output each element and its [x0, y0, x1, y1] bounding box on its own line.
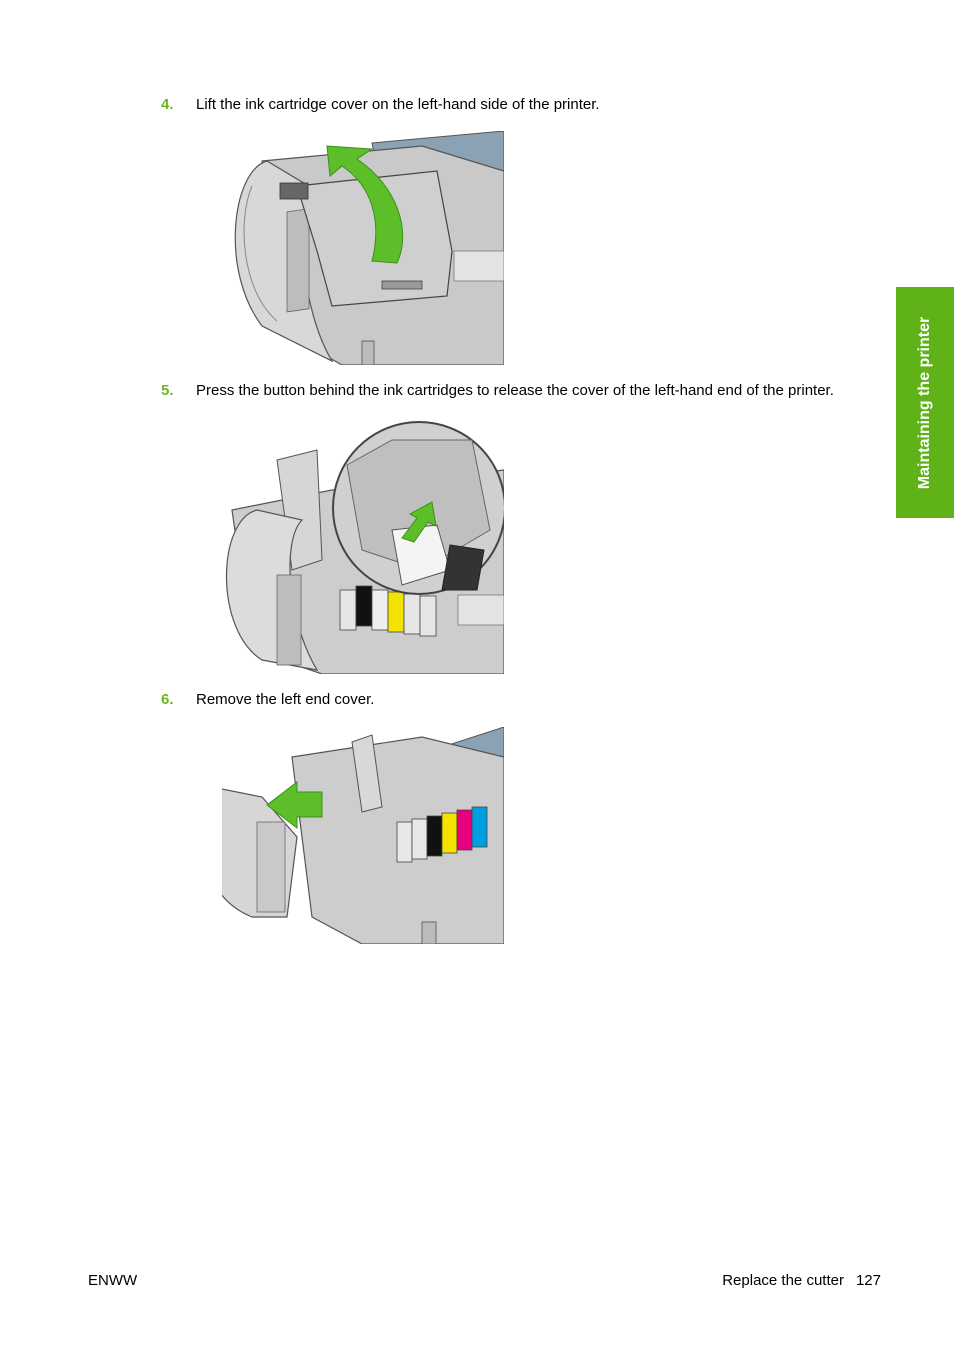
page-number: 127: [855, 1272, 881, 1289]
step-number: 5.: [161, 382, 174, 399]
step-number: 6.: [161, 691, 174, 708]
step-6: 6. Remove the left end cover.: [161, 691, 374, 709]
step-5: 5. Press the button behind the ink cartri…: [161, 382, 834, 400]
figure-lift-cover: [222, 131, 504, 365]
step-number: 4.: [161, 96, 174, 113]
step-text: Lift the ink cartridge cover on the left…: [196, 96, 600, 113]
step-text: Press the button behind the ink cartridg…: [196, 382, 834, 399]
footer-section-title: Replace the cutter: [722, 1272, 844, 1289]
step-text: Remove the left end cover.: [196, 691, 375, 708]
chapter-tab: Maintaining the printer: [896, 287, 954, 518]
chapter-tab-label: Maintaining the printer: [916, 316, 933, 489]
figure-press-button: [222, 420, 504, 674]
footer-doc-id: ENWW: [88, 1272, 138, 1289]
footer-section: Replace the cutter 127: [722, 1272, 881, 1289]
step-4: 4. Lift the ink cartridge cover on the le…: [161, 96, 600, 114]
figure-remove-cover: [222, 727, 504, 944]
